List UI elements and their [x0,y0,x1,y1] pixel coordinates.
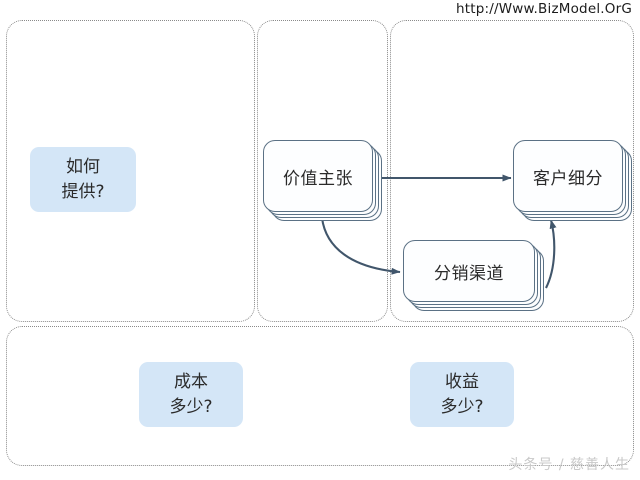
question-box-how-to-provide[interactable]: 如何 提供? [30,147,136,212]
node-customer-segments[interactable]: 客户细分 [513,140,632,221]
question-line-1: 如何 [66,156,100,177]
question-box-revenue-how-much[interactable]: 收益 多少? [410,362,514,427]
question-line-1: 成本 [174,371,208,392]
question-box-cost-how-much[interactable]: 成本 多少? [139,362,243,427]
node-label: 价值主张 [283,168,353,189]
question-line-2: 多少? [169,396,213,417]
node-value-proposition[interactable]: 价值主张 [263,140,382,221]
node-label: 分销渠道 [434,263,504,284]
node-distribution-channels[interactable]: 分销渠道 [403,240,544,311]
question-line-1: 收益 [445,371,479,392]
node-stack-layer-top [513,140,623,212]
question-line-2: 提供? [61,181,105,202]
node-stack-layer-top [263,140,373,212]
url-watermark: http://Www.BizModel.OrG [456,1,632,17]
author-watermark: 头条号 / 慈善人生 [508,457,630,473]
node-stack-layer-top [403,240,535,302]
panel-bottom [6,326,634,466]
node-label: 客户细分 [533,168,603,189]
question-line-2: 多少? [440,396,484,417]
